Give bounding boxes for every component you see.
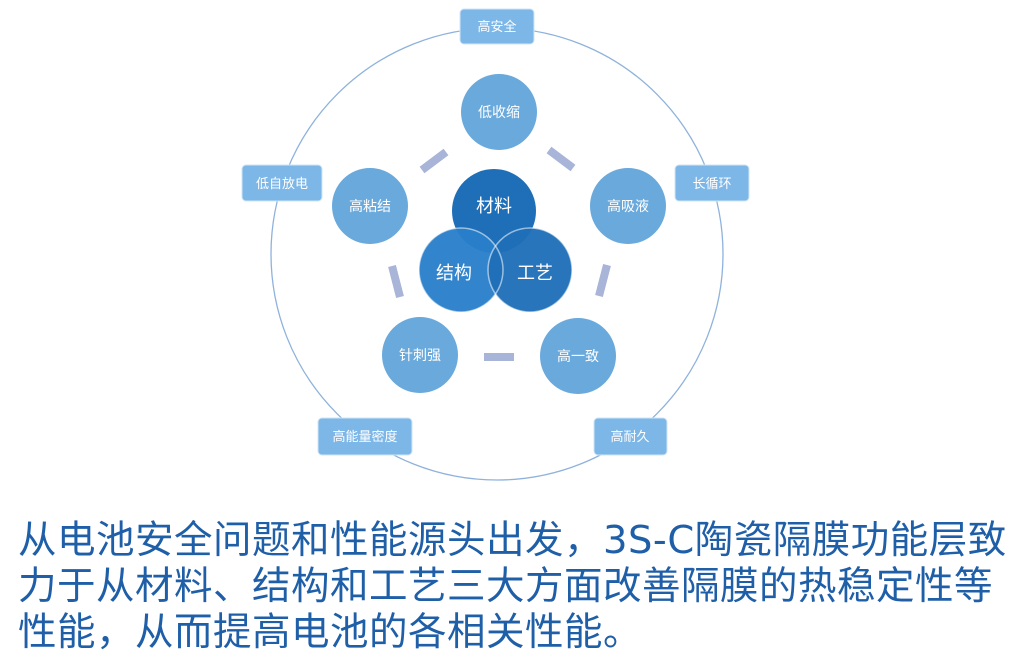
core-circle-left <box>419 228 503 312</box>
core-venn: 材料 结构 工艺 <box>418 169 573 313</box>
connector-right <box>595 264 611 297</box>
caption-line-3: 性能，从而提高电池的各相关性能。 <box>18 610 643 655</box>
outer-label-top: 高安全 <box>459 8 535 45</box>
connector-top-right <box>546 146 576 172</box>
connector-left <box>388 265 404 298</box>
outer-label-lower-right: 高耐久 <box>593 417 668 456</box>
outer-label-lower-left: 高能量密度 <box>317 417 413 456</box>
middle-node-left-label: 高粘结 <box>349 198 391 215</box>
middle-node-bottom-left: 针刺强 <box>382 317 458 393</box>
middle-node-bottom-right-label: 高一致 <box>557 348 599 365</box>
core-label-top: 材料 <box>476 196 512 217</box>
middle-node-top: 低收缩 <box>461 74 537 150</box>
connectors <box>388 146 611 361</box>
middle-node-left: 高粘结 <box>332 168 408 244</box>
middle-node-right-label: 高吸液 <box>607 198 649 215</box>
core-label-left: 结构 <box>436 263 472 284</box>
outer-label-lower-right-text: 高耐久 <box>610 429 649 445</box>
core-circle-right <box>488 228 572 312</box>
outer-label-upper-left-text: 低自放电 <box>256 177 308 192</box>
outer-label-lower-left-text: 高能量密度 <box>332 429 397 445</box>
caption: 从电池安全问题和性能源头出发，3S-C陶瓷隔膜功能层致 力于从材料、结构和工艺三… <box>18 518 1023 656</box>
outer-label-upper-right: 长循环 <box>674 164 750 202</box>
connector-top-left <box>419 148 449 174</box>
caption-line-1: 从电池安全问题和性能源头出发，3S-C陶瓷隔膜功能层致 <box>18 518 1007 563</box>
outer-label-upper-left: 低自放电 <box>241 164 323 202</box>
caption-line-2: 力于从材料、结构和工艺三大方面改善隔膜的热稳定性等 <box>18 564 994 609</box>
middle-node-top-label: 低收缩 <box>478 105 520 121</box>
outer-label-top-text: 高安全 <box>477 19 516 35</box>
middle-node-bottom-left-label: 针刺强 <box>399 348 441 364</box>
middle-node-bottom-right: 高一致 <box>540 318 616 394</box>
outer-label-upper-right-text: 长循环 <box>692 177 731 192</box>
core-label-right: 工艺 <box>517 263 553 284</box>
diagram: 低收缩 高吸液 高一致 针刺强 高粘结 材料 结构 工艺 高安全 长循环 高耐久 <box>241 8 750 481</box>
middle-node-right: 高吸液 <box>590 168 666 244</box>
